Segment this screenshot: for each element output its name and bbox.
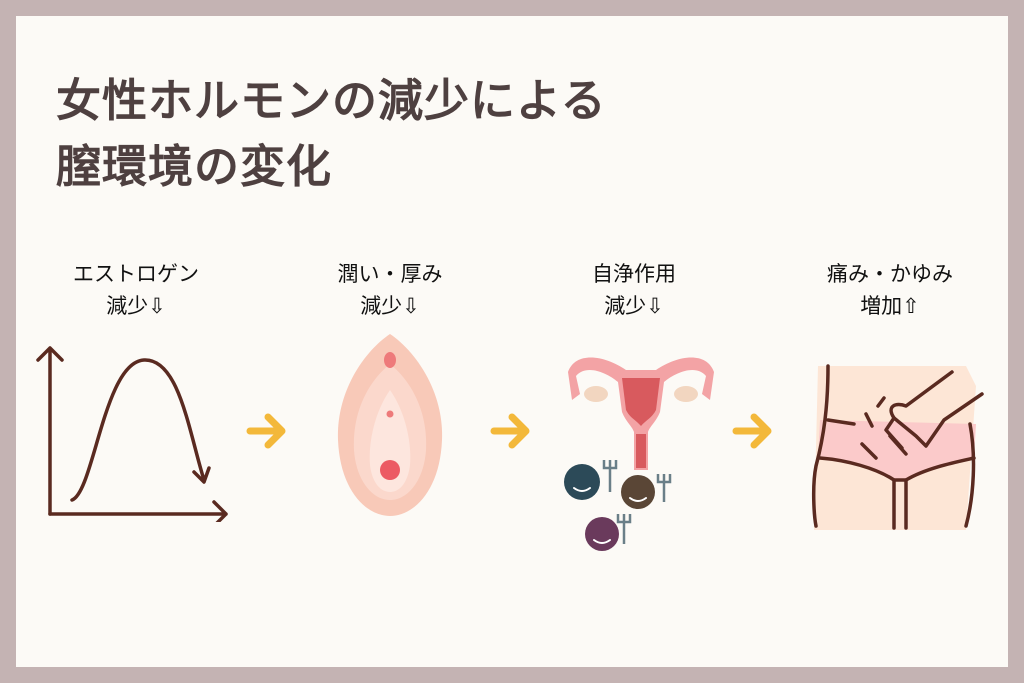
step-label-moisture: 潤い・厚み 減少⇩ [270, 258, 510, 322]
step-label-line: 減少⇩ [604, 294, 664, 318]
uterus-with-germs-icon [564, 357, 714, 551]
arrow-right-icon [246, 413, 286, 449]
vulva-illustration-icon [337, 334, 443, 516]
germ-icon [621, 475, 655, 509]
step-label-line: 自浄作用 [592, 262, 676, 286]
title-line-2: 膣環境の変化 [56, 140, 333, 193]
infographic-panel: 女性ホルモンの減少による 膣環境の変化 エストロゲン 減少⇩ 潤い・厚み 減少⇩… [16, 16, 1008, 667]
page-title: 女性ホルモンの減少による 膣環境の変化 [56, 68, 607, 200]
germ-icon [564, 464, 600, 500]
arrow-right-icon [490, 413, 530, 449]
itchy-pelvis-icon [811, 364, 984, 530]
germ-icon [585, 517, 619, 551]
step-label-pain-itch: 痛み・かゆみ 増加⇧ [770, 258, 1010, 322]
step-label-line: 減少⇩ [360, 294, 420, 318]
title-line-1: 女性ホルモンの減少による [56, 74, 607, 127]
hormone-curve-graph-icon [36, 346, 228, 522]
step-label-line: 痛み・かゆみ [827, 262, 953, 286]
step-label-self-cleaning: 自浄作用 減少⇩ [514, 258, 754, 322]
step-label-line: 潤い・厚み [337, 262, 443, 286]
arrow-right-icon [732, 413, 772, 449]
step-label-estrogen: エストロゲン 減少⇩ [16, 258, 256, 322]
step-label-line: 減少⇩ [106, 294, 166, 318]
step-label-line: 増加⇧ [860, 294, 920, 318]
step-label-line: エストロゲン [73, 262, 199, 286]
